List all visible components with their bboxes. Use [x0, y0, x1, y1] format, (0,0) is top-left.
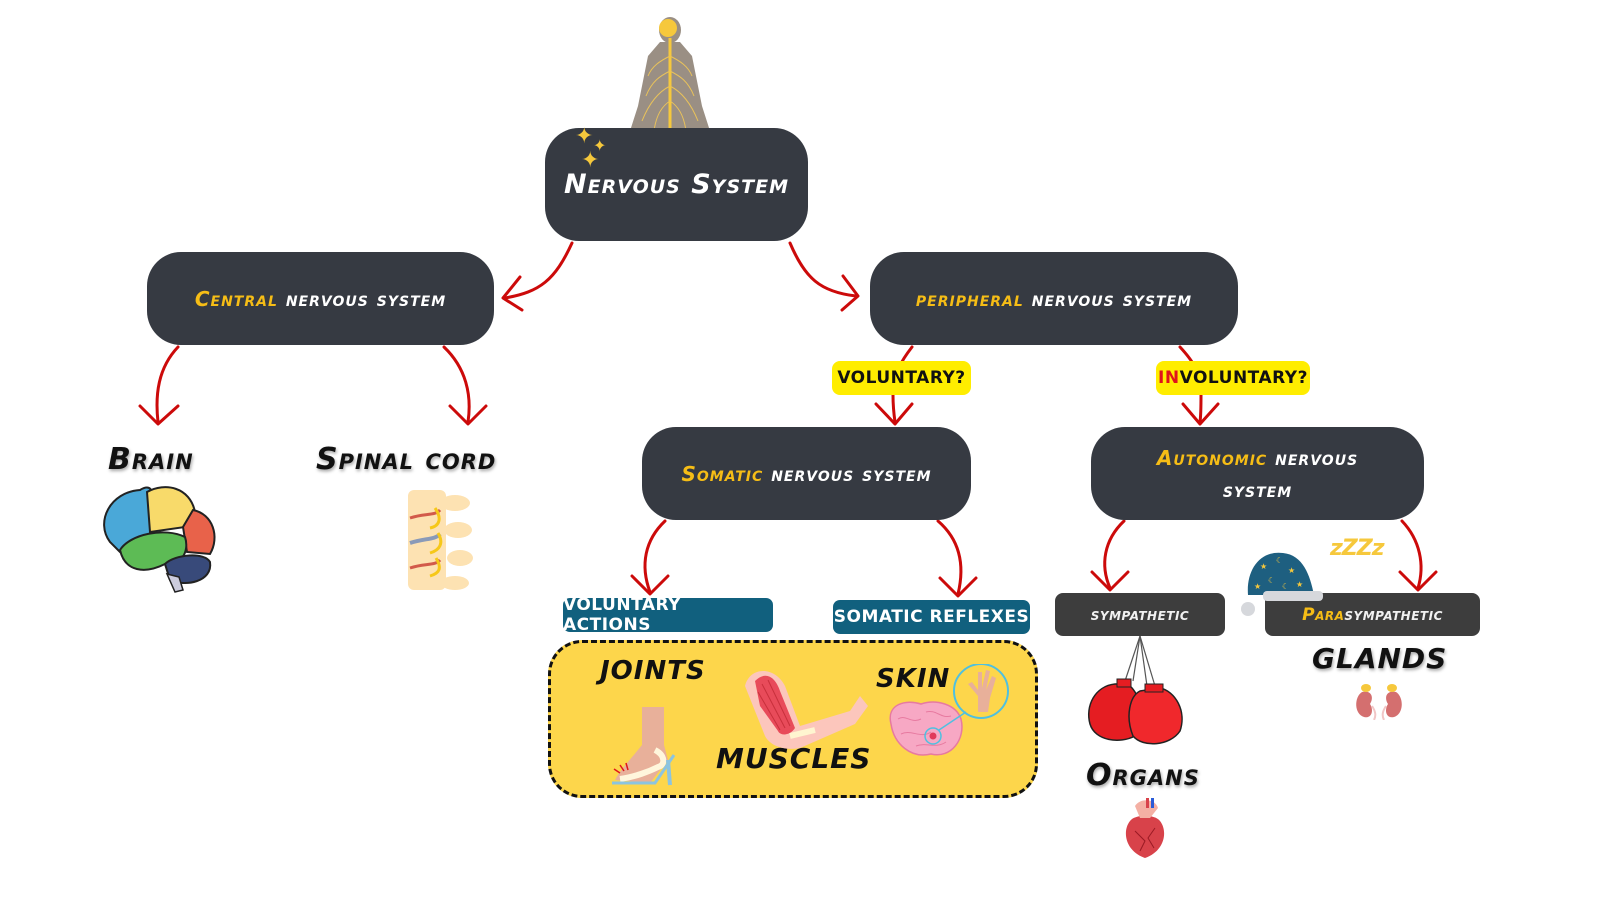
- node-somatic-nervous-system: Somatic nervous system: [642, 427, 971, 520]
- arrow-autonomic-to-sympathetic: [1090, 519, 1130, 592]
- spine-icon: [408, 490, 473, 590]
- svg-text:★: ★: [1254, 582, 1261, 591]
- brain-icon: [103, 486, 216, 593]
- label-brain: Brain: [108, 442, 194, 477]
- involuntary-rest: VOLUNTARY?: [1179, 368, 1308, 388]
- node-peripheral-nervous-system: peripheral nervous system: [870, 252, 1238, 345]
- label-joints: JOINTS: [600, 656, 706, 686]
- sparkle-icon: ✦: [575, 124, 595, 149]
- peripheral-highlight: peripheral: [915, 286, 1024, 311]
- zzz-text: zZZz: [1330, 536, 1385, 561]
- foot-joint-icon: [612, 707, 676, 786]
- arrow-root-to-peripheral: [788, 241, 860, 312]
- sleep-cap-icon: ★☾★☾★★☾: [1241, 552, 1323, 616]
- sparkle-icon: ✦: [593, 136, 608, 155]
- svg-text:★: ★: [1260, 562, 1267, 571]
- arrow-peripheral-to-autonomic: [1178, 345, 1220, 426]
- heart-icon: [1125, 798, 1165, 858]
- involuntary-prefix: IN: [1158, 368, 1180, 388]
- sparkle-icon: ✦: [581, 148, 601, 173]
- parasympathetic-rest: sympathetic: [1344, 604, 1443, 625]
- central-rest: nervous system: [277, 286, 447, 311]
- boxing-gloves-icon: [1088, 636, 1183, 745]
- arrow-autonomic-to-parasympathetic: [1398, 519, 1438, 592]
- arrow-central-to-brain: [138, 345, 180, 426]
- svg-text:☾: ☾: [1268, 576, 1275, 585]
- peripheral-rest: nervous system: [1023, 286, 1193, 311]
- arrow-root-to-central: [501, 241, 574, 312]
- somatic-rest: nervous system: [763, 461, 932, 486]
- human-nerves-icon: [630, 17, 710, 131]
- badge-voluntary: VOLUNTARY?: [832, 361, 971, 395]
- skin-reflex-icon: [889, 664, 1009, 756]
- node-central-nervous-system: Central nervous system: [147, 252, 494, 345]
- tag-voluntary-actions: VOLUNTARY ACTIONS: [563, 595, 773, 635]
- central-highlight: Central: [194, 286, 278, 311]
- autonomic-rest: nervous system: [1222, 445, 1367, 502]
- root-title: Nervous System: [564, 169, 789, 200]
- arrow-somatic-to-reflexes: [936, 519, 978, 598]
- arrow-central-to-spinal: [442, 345, 488, 426]
- label-organs: Organs: [1086, 758, 1200, 793]
- svg-text:☾: ☾: [1282, 582, 1289, 591]
- parasympathetic-prefix: Para: [1302, 604, 1345, 625]
- label-spinal-cord: Spinal cord: [316, 442, 497, 477]
- svg-text:★: ★: [1296, 580, 1303, 589]
- label-skin: SKIN: [876, 664, 951, 694]
- tag-somatic-reflexes: SOMATIC REFLEXES: [833, 600, 1030, 634]
- autonomic-highlight: Autonomic: [1156, 445, 1268, 470]
- arrow-somatic-to-voluntary-actions: [630, 519, 670, 596]
- somatic-highlight: Somatic: [681, 461, 764, 486]
- arrow-peripheral-to-somatic: [874, 345, 914, 426]
- svg-text:★: ★: [1288, 566, 1295, 575]
- node-autonomic-nervous-system: Autonomic nervous system: [1091, 427, 1424, 520]
- node-sympathetic: sympathetic: [1055, 593, 1225, 636]
- svg-text:☾: ☾: [1276, 556, 1283, 565]
- node-nervous-system: ✦ ✦ ✦ Nervous System: [545, 124, 808, 241]
- label-glands: GLANDS: [1312, 642, 1448, 675]
- kidneys-icon: [1356, 684, 1402, 720]
- arm-muscle-icon: [745, 671, 868, 749]
